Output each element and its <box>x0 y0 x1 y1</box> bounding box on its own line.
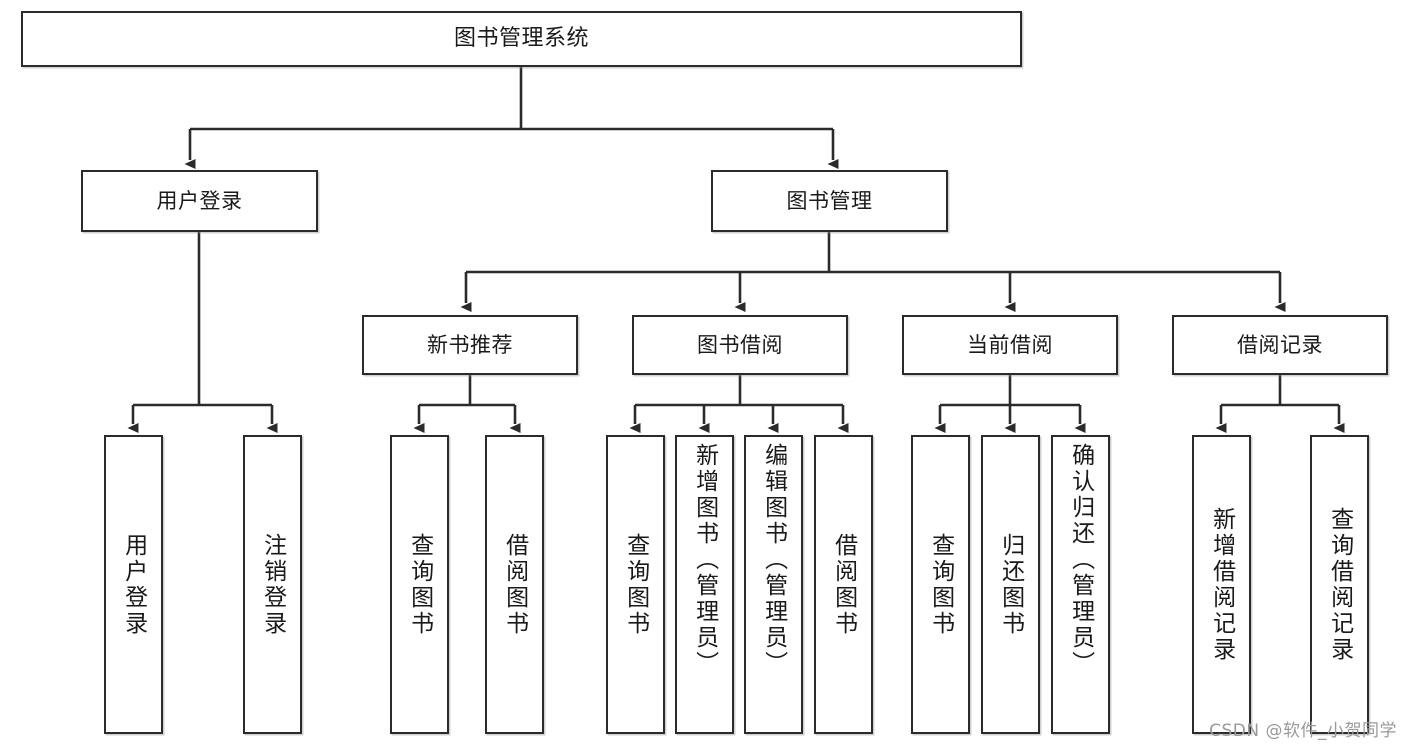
leaf-user-login-1-label: 注销登录 <box>259 532 286 637</box>
leaf-book-borrow-1[interactable]: 新增图书（管理员） <box>675 435 734 734</box>
node-user-login[interactable]: 用户登录 <box>81 170 318 232</box>
node-new-book-recommend[interactable]: 新书推荐 <box>362 315 578 375</box>
leaf-user-login-0[interactable]: 用户登录 <box>104 435 163 734</box>
leaf-book-borrow-1-label: 新增图书（管理员） <box>691 443 718 677</box>
node-book-borrow-label: 图书借阅 <box>697 332 783 357</box>
csdn-watermark: CSDN @软件_小贺同学 <box>1209 721 1397 741</box>
node-user-login-label: 用户登录 <box>156 188 243 213</box>
leaf-current-borrow-1[interactable]: 归还图书 <box>981 435 1040 734</box>
leaf-current-borrow-0[interactable]: 查询图书 <box>911 435 970 734</box>
node-current-borrow[interactable]: 当前借阅 <box>902 315 1118 375</box>
leaf-borrow-record-1[interactable]: 查询借阅记录 <box>1310 435 1369 734</box>
leaf-current-borrow-2[interactable]: 确认归还（管理员） <box>1051 435 1110 734</box>
node-root[interactable]: 图书管理系统 <box>21 11 1022 67</box>
leaf-new-book-recommend-1-label: 借阅图书 <box>501 532 528 637</box>
node-book-manage-label: 图书管理 <box>786 188 873 213</box>
node-book-manage[interactable]: 图书管理 <box>711 170 948 232</box>
leaf-current-borrow-0-label: 查询图书 <box>927 532 954 637</box>
leaf-current-borrow-1-label: 归还图书 <box>997 532 1024 637</box>
leaf-new-book-recommend-0[interactable]: 查询图书 <box>390 435 449 734</box>
leaf-new-book-recommend-1[interactable]: 借阅图书 <box>485 435 544 734</box>
leaf-user-login-1[interactable]: 注销登录 <box>243 435 302 734</box>
node-book-borrow[interactable]: 图书借阅 <box>632 315 848 375</box>
leaf-user-login-0-label: 用户登录 <box>120 532 147 637</box>
node-root-label: 图书管理系统 <box>453 26 589 52</box>
leaf-borrow-record-1-label: 查询借阅记录 <box>1326 506 1353 663</box>
node-current-borrow-label: 当前借阅 <box>967 332 1053 357</box>
leaf-new-book-recommend-0-label: 查询图书 <box>406 532 433 637</box>
leaf-book-borrow-2[interactable]: 编辑图书（管理员） <box>744 435 803 734</box>
leaf-book-borrow-0[interactable]: 查询图书 <box>606 435 665 734</box>
leaf-book-borrow-3[interactable]: 借阅图书 <box>814 435 873 734</box>
leaf-book-borrow-2-label: 编辑图书（管理员） <box>760 443 787 677</box>
leaf-book-borrow-3-label: 借阅图书 <box>830 532 857 637</box>
node-borrow-record-label: 借阅记录 <box>1237 332 1323 357</box>
node-new-book-recommend-label: 新书推荐 <box>427 332 513 357</box>
leaf-book-borrow-0-label: 查询图书 <box>622 532 649 637</box>
leaf-borrow-record-0[interactable]: 新增借阅记录 <box>1192 435 1251 734</box>
node-borrow-record[interactable]: 借阅记录 <box>1172 315 1388 375</box>
leaf-current-borrow-2-label: 确认归还（管理员） <box>1067 443 1094 677</box>
leaf-borrow-record-0-label: 新增借阅记录 <box>1208 506 1235 663</box>
